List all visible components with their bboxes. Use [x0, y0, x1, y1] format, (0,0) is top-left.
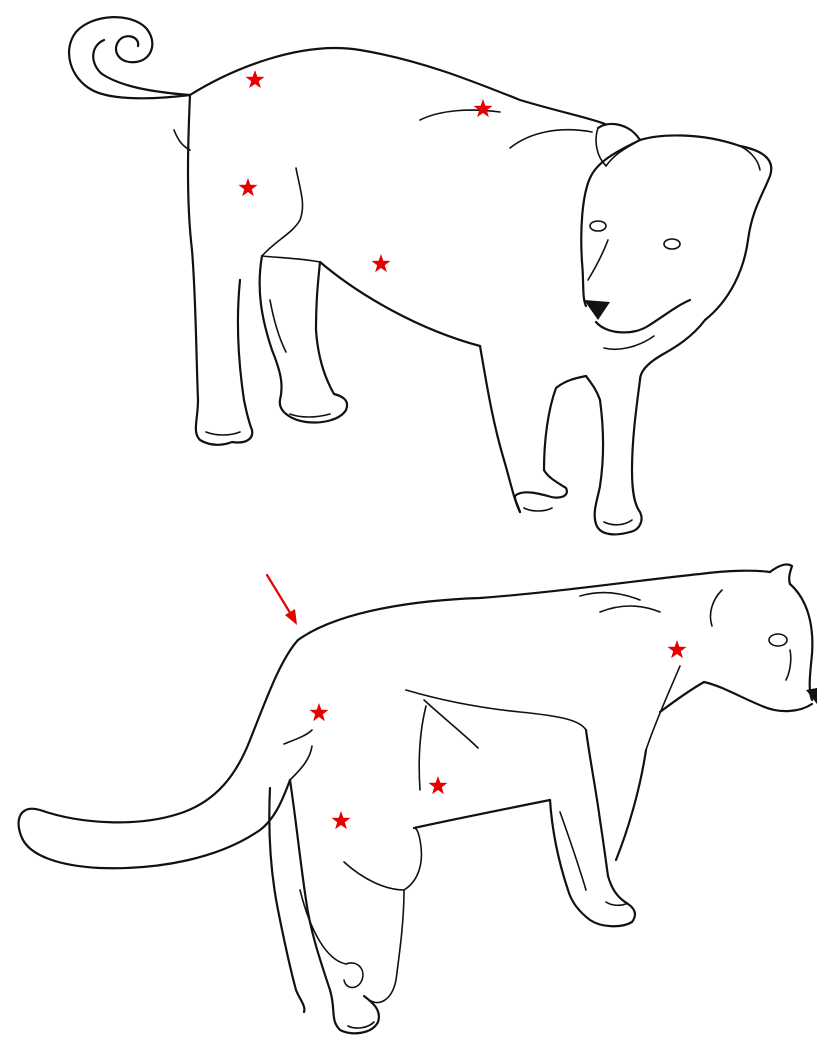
star-icon: [667, 640, 686, 658]
star-icon: [238, 178, 257, 196]
star-icon: [245, 70, 264, 88]
star-icon: [331, 811, 350, 829]
star-icon: [473, 99, 492, 117]
cat-drawing-bottom: [19, 564, 817, 1033]
star-icon: [428, 776, 447, 794]
star-icon: [371, 254, 390, 272]
arrow-icon: [267, 575, 297, 625]
bottom-markers: [309, 640, 686, 829]
star-icon: [309, 703, 328, 721]
cat-drawing-top: [69, 17, 771, 534]
